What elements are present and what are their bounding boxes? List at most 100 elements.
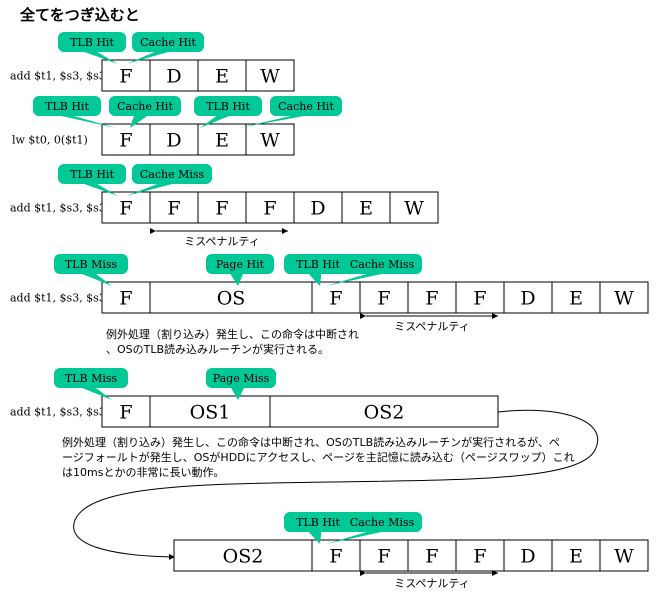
callout-6-1-pointer — [307, 531, 322, 544]
callout-5-1-bubble — [54, 368, 128, 388]
stage-label-5-2: OS1 — [190, 402, 231, 424]
callout-4-4-label: Cache Miss — [350, 258, 415, 271]
callout-4-3-label: TLB Hit — [296, 258, 340, 271]
callout-4-1-bubble — [54, 254, 128, 274]
instruction-label-4: add $t1, $s3, $s3 — [10, 292, 106, 305]
stage-label-1-4: W — [260, 66, 280, 88]
callout-2-4-label: Cache Hit — [278, 100, 334, 113]
callout-4-2-label: Page Hit — [216, 258, 265, 271]
stage-label-4-5: F — [425, 288, 438, 310]
stage-label-4-3: F — [329, 288, 342, 310]
callout-5-2-bubble — [206, 368, 276, 388]
stage-label-6-8: W — [614, 546, 634, 568]
stage-label-2-4: W — [260, 130, 280, 152]
callout-4-2-pointer — [229, 273, 244, 286]
callout-6-2-label: Cache Miss — [350, 516, 415, 529]
stage-cell-6-5 — [455, 539, 505, 572]
stage-label-4-1: F — [119, 288, 132, 310]
callout-5-2-pointer — [230, 387, 245, 400]
callout-1-2-label: Cache Hit — [140, 36, 196, 49]
stage-cell-1-3 — [197, 59, 247, 92]
stage-cell-4-3 — [311, 281, 361, 314]
stage-label-4-8: E — [569, 288, 583, 310]
callout-1-1-pointer — [81, 51, 118, 64]
stage-label-1-1: F — [119, 66, 132, 88]
instruction-label-5: add $t1, $s3, $s3 — [10, 406, 106, 419]
stage-label-3-5: D — [310, 198, 325, 220]
stage-cell-6-7 — [551, 539, 601, 572]
callout-4-3-bubble — [284, 254, 352, 274]
callout-2-3-bubble — [194, 96, 262, 116]
stage-label-6-6: D — [520, 546, 535, 568]
callout-1-2-pointer — [126, 51, 172, 64]
stage-label-4-4: F — [377, 288, 390, 310]
callout-2-4-bubble — [270, 96, 342, 116]
callout-4-1-pointer — [79, 273, 112, 286]
stage-label-5-1: F — [119, 402, 132, 424]
stage-cell-6-8 — [599, 539, 649, 572]
note-row4-line2: 、OSのTLB読み込みルーチンが実行される。 — [106, 343, 330, 356]
stage-label-3-6: E — [359, 198, 373, 220]
stage-cell-4-7 — [503, 281, 553, 314]
stage-cell-4-8 — [551, 281, 601, 314]
penalty-label-4: ミスペナルティ — [394, 320, 470, 333]
callout-2-4-pointer — [238, 115, 310, 128]
stage-cell-5-3 — [269, 395, 499, 428]
stage-label-6-4: F — [425, 546, 438, 568]
stage-label-4-2: OS — [217, 288, 246, 310]
stage-label-6-2: F — [329, 546, 342, 568]
stage-label-6-5: F — [473, 546, 486, 568]
note-row5-line2: ージフォールトが発生し、OSがHDDにアクセスし、ページを主記憶に読み込む（ペー… — [62, 451, 575, 464]
stage-label-6-3: F — [377, 546, 390, 568]
note-row4-line1: 例外処理（割り込み）発生し、この命令は中断され — [106, 328, 359, 341]
callout-2-3-label: TLB Hit — [206, 100, 250, 113]
callout-3-2-pointer — [126, 183, 176, 196]
stage-label-3-2: F — [167, 198, 180, 220]
callout-3-2-bubble — [132, 164, 212, 184]
stage-cell-3-4 — [245, 191, 295, 224]
callout-6-2-pointer — [326, 531, 386, 544]
stage-label-3-4: F — [263, 198, 276, 220]
callout-3-1-pointer — [81, 183, 118, 196]
stage-cell-2-3 — [197, 123, 247, 156]
continuation-curve — [73, 409, 599, 560]
stage-cell-3-3 — [197, 191, 247, 224]
stage-cell-1-4 — [245, 59, 295, 92]
callout-2-2-bubble — [109, 96, 181, 116]
stage-label-6-1: OS2 — [223, 546, 264, 568]
stage-cell-4-9 — [599, 281, 649, 314]
callout-2-1-bubble — [33, 96, 101, 116]
stage-label-1-2: D — [166, 66, 181, 88]
stage-label-1-3: E — [215, 66, 229, 88]
callout-4-4-pointer — [326, 273, 386, 286]
note-row5-line1: 例外処理（割り込み）発生し、この命令は中断され、OSのTLB読み込みルーチンが実… — [62, 436, 560, 449]
stage-cell-3-1 — [101, 191, 151, 224]
stage-cell-1-2 — [149, 59, 199, 92]
stage-cell-5-1 — [101, 395, 151, 428]
callout-4-2-bubble — [206, 254, 274, 274]
note-row5-line3: は10msとかの非常に長い動作。 — [62, 466, 225, 479]
stage-cell-2-2 — [149, 123, 199, 156]
stage-label-5-3: OS2 — [364, 402, 405, 424]
stage-cell-3-7 — [389, 191, 439, 224]
stage-cell-2-4 — [245, 123, 295, 156]
callout-5-2-label: Page Miss — [213, 372, 270, 385]
callout-6-1-bubble — [284, 512, 352, 532]
callout-1-2-bubble — [132, 32, 204, 52]
callout-2-2-label: Cache Hit — [117, 100, 173, 113]
penalty-label-6: ミスペナルティ — [394, 577, 470, 590]
callout-5-1-label: TLB Miss — [65, 372, 118, 385]
callout-1-1-bubble — [58, 32, 126, 52]
callout-1-1-label: TLB Hit — [70, 36, 114, 49]
callout-2-2-pointer — [130, 115, 149, 128]
callout-4-3-pointer — [307, 273, 322, 286]
stage-cell-3-2 — [149, 191, 199, 224]
stage-label-3-7: W — [404, 198, 424, 220]
callout-2-3-pointer — [200, 115, 232, 128]
stage-label-4-6: F — [473, 288, 486, 310]
callout-2-1-pointer — [56, 115, 116, 128]
callout-3-1-bubble — [58, 164, 126, 184]
stage-label-2-2: D — [166, 130, 181, 152]
callout-5-1-pointer — [79, 387, 112, 400]
